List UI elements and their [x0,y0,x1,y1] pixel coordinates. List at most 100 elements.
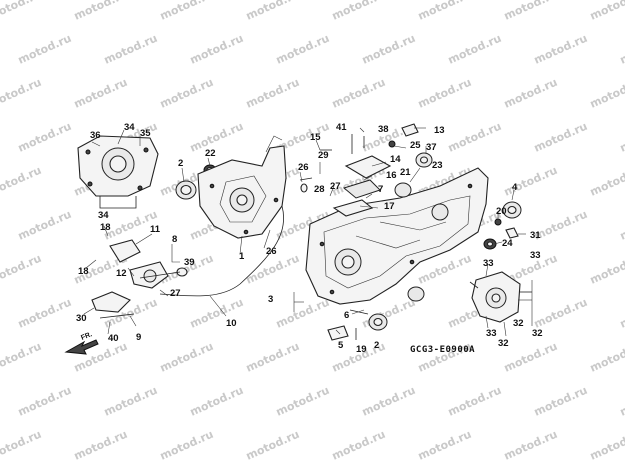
leader-lines [83,127,533,337]
watermark-text: motod.ru [188,384,246,419]
callout-14: 14 [390,154,401,165]
watermark-text: motod.ru [0,76,43,111]
watermark-text: motod.ru [102,384,160,419]
watermark-text: motod.ru [244,76,302,111]
watermark-text: motod.ru [158,0,216,23]
callout-7: 7 [378,184,383,195]
callout-3: 3 [268,294,273,305]
callout-32: 32 [532,328,543,339]
watermark-text: motod.ru [188,32,246,67]
watermark-text: motod.ru [0,340,43,375]
front-direction-label: FR. [80,331,93,342]
bearing-left [175,180,197,200]
left-crankcase-cover [77,135,159,209]
callout-19: 19 [356,344,367,355]
watermark-text: motod.ru [360,120,418,155]
callout-15: 15 [310,132,321,143]
callout-16: 16 [386,170,397,181]
watermark-text: motod.ru [502,428,560,463]
watermark-text: motod.ru [416,76,474,111]
watermark-text: motod.ru [330,76,388,111]
callout-21: 21 [400,167,411,178]
callout-34: 34 [98,210,109,221]
watermark-text: motod.ru [0,0,43,23]
callout-39: 39 [184,257,195,268]
upper-fittings [299,123,433,217]
callout-22: 22 [205,148,216,159]
watermark-text: motod.ru [588,164,625,199]
watermark-text: motod.ru [502,76,560,111]
callout-40: 40 [108,333,119,344]
watermark-text: motod.ru [0,164,43,199]
watermark-text: motod.ru [16,208,74,243]
callout-9: 9 [136,332,141,343]
watermark-text: motod.ru [588,428,625,463]
watermark-text: motod.ru [16,384,74,419]
callout-18: 18 [78,266,89,277]
right-side-bearings [483,201,522,250]
watermark-text: motod.ru [502,0,560,23]
callout-34: 34 [124,122,135,133]
callout-27: 27 [170,288,181,299]
left-crankcase-half [197,135,287,239]
right-bearing-cover [469,271,532,323]
watermark-text: motod.ru [532,120,590,155]
callout-17: 17 [384,201,395,212]
watermark-text: motod.ru [244,428,302,463]
watermark-text: motod.ru [588,76,625,111]
watermark-text: motod.ru [72,0,130,23]
watermark-text: motod.ru [532,296,590,331]
callout-33: 33 [483,258,494,269]
watermark-text: motod.ru [502,340,560,375]
callout-27: 27 [330,181,341,192]
watermark-text: motod.ru [618,120,625,155]
callout-35: 35 [140,128,151,139]
callout-24: 24 [502,238,513,249]
callout-31: 31 [530,230,541,241]
callout-38: 38 [378,124,389,135]
watermark-text: motod.ru [588,252,625,287]
watermark-text: motod.ru [16,32,74,67]
callout-32: 32 [513,318,524,329]
watermark-text: motod.ru [72,76,130,111]
watermark-text: motod.ru [188,296,246,331]
watermark-text: motod.ru [158,76,216,111]
callout-37: 37 [426,142,437,153]
callout-41: 41 [336,122,347,133]
callout-2: 2 [178,158,183,169]
watermark-text: motod.ru [588,340,625,375]
callout-10: 10 [226,318,237,329]
callout-23: 23 [432,160,443,171]
watermark-text: motod.ru [618,296,625,331]
watermark-text: motod.ru [330,428,388,463]
callout-33: 33 [530,250,541,261]
watermark-text: motod.ru [360,296,418,331]
watermark-text: motod.ru [360,32,418,67]
watermark-text: motod.ru [158,428,216,463]
front-direction-arrow [64,339,99,355]
callout-25: 25 [410,140,421,151]
watermark-text: motod.ru [416,428,474,463]
callout-11: 11 [150,224,161,235]
watermark-text: motod.ru [618,32,625,67]
callout-12: 12 [116,268,127,279]
callout-6: 6 [344,310,349,321]
watermark-text: motod.ru [16,120,74,155]
watermark-text: motod.ru [360,384,418,419]
callout-29: 29 [318,150,329,161]
watermark-text: motod.ru [618,384,625,419]
watermark-text: motod.ru [446,384,504,419]
watermark-text: motod.ru [16,296,74,331]
watermark-text: motod.ru [588,0,625,23]
watermark-text: motod.ru [416,0,474,23]
watermark-text: motod.ru [244,0,302,23]
watermark-text: motod.ru [274,384,332,419]
watermark-text: motod.ru [532,32,590,67]
watermark-text: motod.ru [274,32,332,67]
callout-18: 18 [100,222,111,233]
diagram-code: GCG3-E0900A [410,345,475,355]
watermark-text: motod.ru [618,208,625,243]
callout-28: 28 [314,184,325,195]
watermark-text: motod.ru [330,0,388,23]
callout-2: 2 [374,340,379,351]
